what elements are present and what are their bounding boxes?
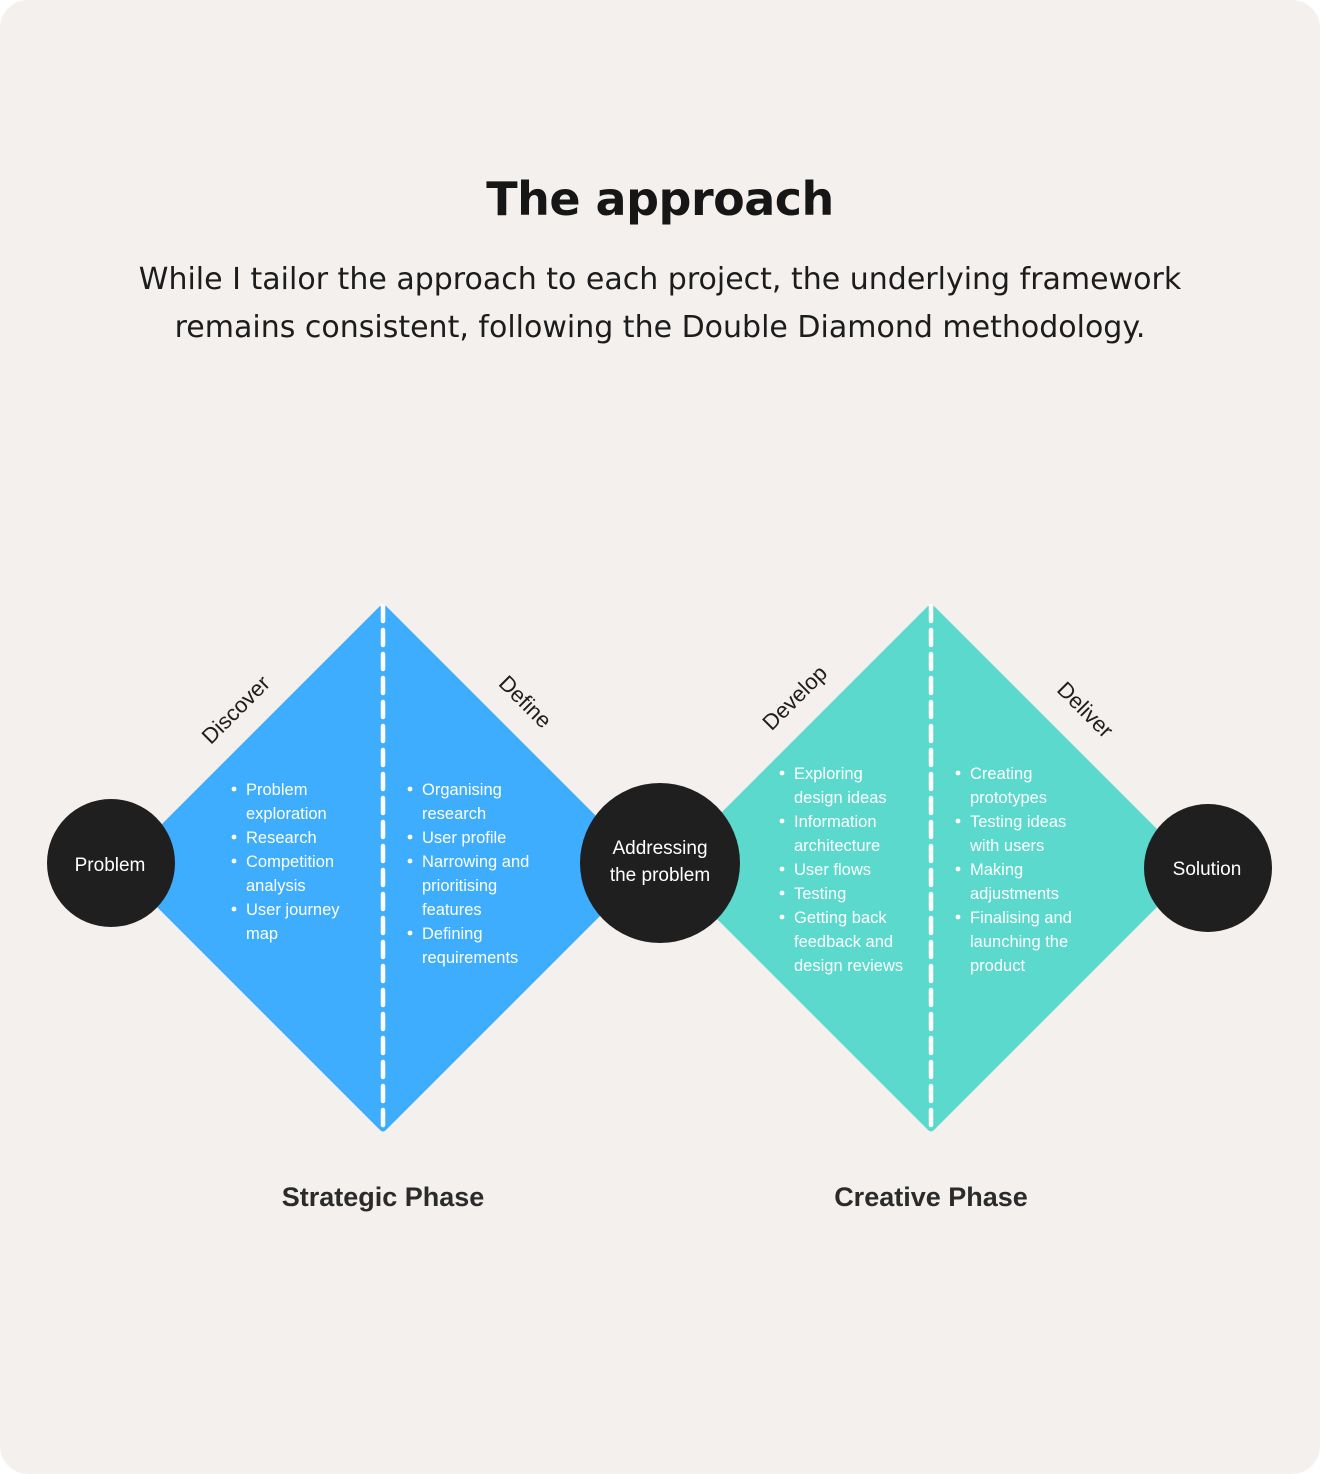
bullet-dot — [779, 890, 785, 896]
develop-item-text: design ideas — [794, 789, 887, 807]
creative-phase-label: Creative Phase — [834, 1182, 1028, 1212]
deliver-item-text: Making — [970, 861, 1023, 879]
bullet-dot — [955, 866, 961, 872]
develop-item-text: design reviews — [794, 957, 903, 975]
addressing-label-line-1: Addressing — [612, 838, 707, 859]
discover-item-text: Research — [246, 829, 317, 847]
develop-item-text: architecture — [794, 837, 880, 855]
addressing-node: Addressing the problem — [580, 783, 740, 943]
discover-item-text: Problem — [246, 781, 307, 799]
solution-node: Solution — [1144, 804, 1272, 932]
solution-label: Solution — [1173, 859, 1242, 880]
bullet-dot — [779, 914, 785, 920]
discover-item-text: User journey — [246, 901, 340, 919]
bullet-dot — [955, 914, 961, 920]
deliver-item-text: Creating — [970, 765, 1032, 783]
bullet-dot — [407, 786, 413, 792]
develop-item-text: Testing — [794, 885, 846, 903]
deliver-item-text: adjustments — [970, 885, 1059, 903]
discover-item-text: exploration — [246, 805, 327, 823]
define-item-text: User profile — [422, 829, 506, 847]
deliver-item-text: Finalising and — [970, 909, 1072, 927]
bullet-dot — [779, 770, 785, 776]
define-item-text: features — [422, 901, 482, 919]
bullet-dot — [407, 834, 413, 840]
define-item-text: Defining — [422, 925, 483, 943]
develop-item-text: User flows — [794, 861, 871, 879]
bullet-dot — [231, 786, 237, 792]
discover-item-text: analysis — [246, 877, 306, 895]
define-item-text: prioritising — [422, 877, 497, 895]
develop-item-text: Information — [794, 813, 877, 831]
define-item-text: Narrowing and — [422, 853, 529, 871]
bullet-dot — [231, 906, 237, 912]
intro-paragraph: While I tailor the approach to each proj… — [138, 262, 1182, 345]
bullet-dot — [231, 858, 237, 864]
stage-label-deliver: Deliver — [1052, 677, 1118, 743]
bullet-dot — [955, 770, 961, 776]
develop-item-text: feedback and — [794, 933, 893, 951]
bullet-dot — [779, 818, 785, 824]
define-item-text: Organising — [422, 781, 502, 799]
problem-label: Problem — [75, 855, 146, 876]
addressing-label-line-2: the problem — [610, 865, 710, 886]
define-item-text: research — [422, 805, 486, 823]
deliver-item-text: prototypes — [970, 789, 1047, 807]
page-title: The approach — [486, 172, 834, 226]
deliver-item-text: with users — [969, 837, 1044, 855]
strategic-phase-label: Strategic Phase — [282, 1182, 485, 1212]
develop-item-text: Exploring — [794, 765, 863, 783]
discover-item-text: Competition — [246, 853, 334, 871]
bullet-dot — [955, 818, 961, 824]
bullet-dot — [779, 866, 785, 872]
deliver-item-text: product — [970, 957, 1025, 975]
problem-node: Problem — [47, 799, 175, 927]
bullet-dot — [407, 858, 413, 864]
deliver-item-text: launching the — [970, 933, 1068, 951]
deliver-item-text: Testing ideas — [970, 813, 1066, 831]
define-item-text: requirements — [422, 949, 518, 967]
bullet-dot — [407, 930, 413, 936]
bullet-dot — [231, 834, 237, 840]
develop-item-text: Getting back — [794, 909, 887, 927]
discover-item-text: map — [246, 925, 278, 943]
